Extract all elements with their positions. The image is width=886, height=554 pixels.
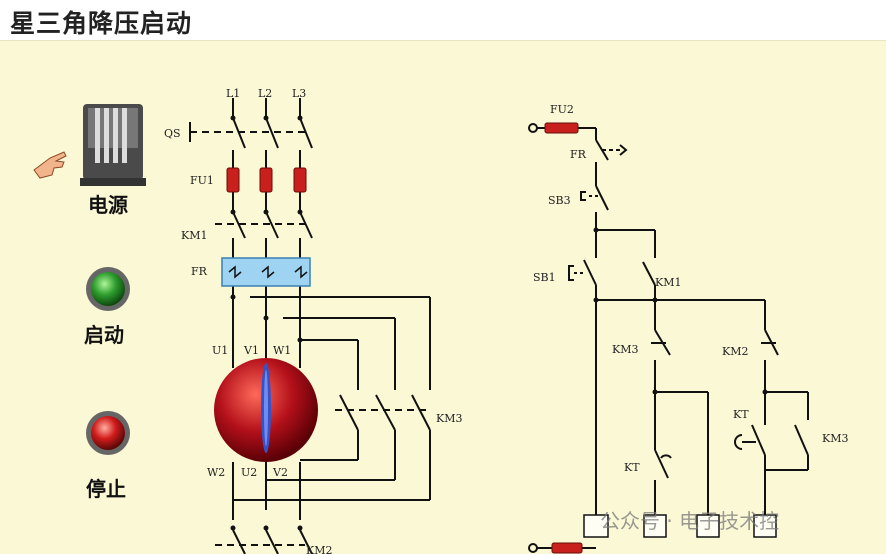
label-km3-main: KM3 [436, 412, 462, 425]
label-u2: U2 [241, 466, 257, 479]
label-km3-ctrl2: KM3 [822, 432, 848, 445]
fuse-fu2 [544, 122, 579, 134]
terminal-dots [230, 115, 303, 531]
label-km1-ctrl: KM1 [655, 276, 681, 289]
label-sb1: SB1 [533, 271, 556, 284]
circuit-diagram: L1 L2 L3 QS FU1 KM1 FR U1 V1 W1 W2 U2 V2… [33, 87, 848, 554]
label-kt-nc: KT [624, 461, 640, 474]
pointer-hand-icon [33, 151, 67, 179]
fuses-fu1 [226, 167, 307, 193]
label-fu2: FU2 [550, 103, 574, 116]
power-label: 电源 [88, 193, 128, 217]
start-lamp[interactable] [86, 267, 130, 311]
label-km3-ctrl: KM3 [612, 343, 638, 356]
diagram-panel: L1 L2 L3 QS FU1 KM1 FR U1 V1 W1 W2 U2 V2… [0, 41, 886, 554]
start-label: 启动 [84, 323, 124, 347]
stop-lamp[interactable] [86, 411, 130, 455]
power-switch[interactable] [80, 104, 146, 186]
label-sb3: SB3 [548, 194, 571, 207]
label-v2: V2 [272, 466, 288, 479]
label-kt-contact: KT [733, 408, 749, 421]
stop-label: 停止 [86, 477, 126, 501]
label-u1: U1 [212, 344, 228, 357]
label-fu1: FU1 [190, 174, 214, 187]
label-v1: V1 [243, 344, 259, 357]
coils [583, 514, 777, 538]
label-km2-bottom: KM2 [306, 544, 332, 554]
label-l2: L2 [258, 87, 272, 100]
main-circuit [189, 98, 431, 554]
label-fr-main: FR [191, 265, 208, 278]
watermark: 公众号 · 电子技术控 [600, 509, 780, 533]
label-l3: L3 [292, 87, 306, 100]
page-title: 星三角降压启动 [10, 9, 193, 38]
label-km2-ctrl: KM2 [722, 345, 748, 358]
label-w2: W2 [207, 466, 225, 479]
thermal-relay-fr [221, 257, 311, 287]
control-circuit [528, 123, 809, 553]
label-km1-main: KM1 [181, 229, 207, 242]
motor [214, 358, 318, 462]
label-w1: W1 [273, 344, 291, 357]
title-bar: 星三角降压启动 [0, 0, 886, 41]
label-qs: QS [164, 127, 181, 140]
label-fr-ctrl: FR [570, 148, 587, 161]
control-dots [593, 227, 768, 395]
fuse-bottom [551, 542, 583, 554]
label-l1: L1 [226, 87, 240, 100]
